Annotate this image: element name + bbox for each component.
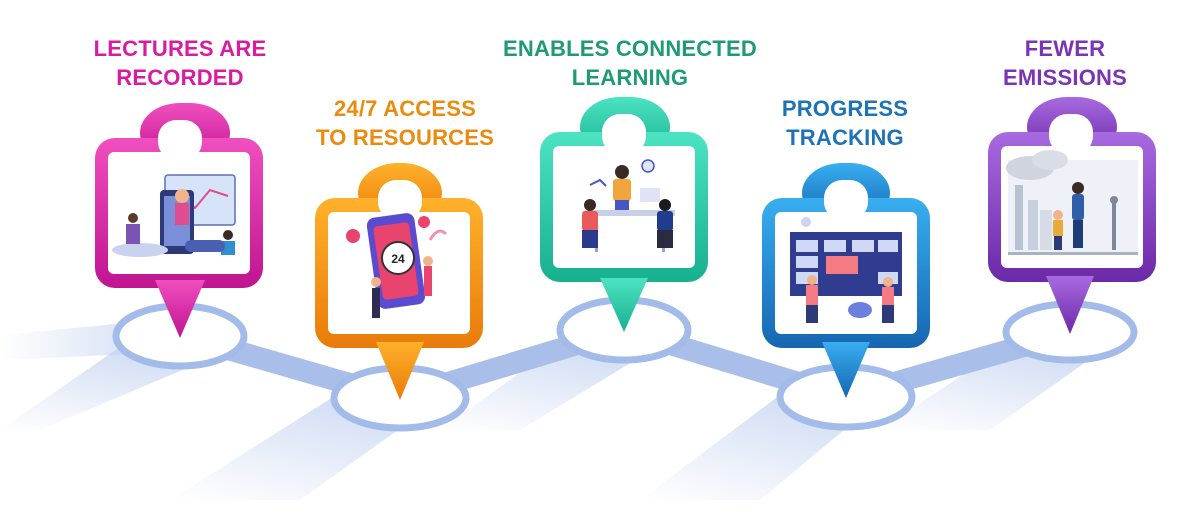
step-label-progress-tracking: PROGRESS TRACKING [745,94,945,152]
recorded-lecture-illustration [112,174,236,257]
task-board-illustration [790,217,902,323]
team-meeting-illustration [582,159,675,252]
step-label-line1: LECTURES ARE [93,36,267,61]
step-label-line1: ENABLES CONNECTED [503,36,757,61]
step-label-line1: PROGRESS [781,96,909,121]
svg-text:24: 24 [391,252,405,266]
step-label-line2: TO RESOURCES [315,125,495,150]
step-label-line2: EMISSIONS [1002,65,1128,90]
step-label-access-resources: 24/7 ACCESS TO RESOURCES [295,94,515,152]
step-label-line1: 24/7 ACCESS [334,96,476,121]
step-label-line2: LEARNING [571,65,689,90]
step-label-line1: FEWER [1024,36,1106,61]
step-label-line2: RECORDED [116,65,244,90]
step-label-line2: TRACKING [786,125,904,150]
step-label-lectures-recorded: LECTURES ARE RECORDED [60,34,300,92]
phone-24-hours-illustration: 24 [346,213,448,318]
step-label-fewer-emissions: FEWER EMISSIONS [975,34,1155,92]
step-label-connected-learning: ENABLES CONNECTED LEARNING [500,34,760,92]
family-city-illustration [1006,150,1138,255]
